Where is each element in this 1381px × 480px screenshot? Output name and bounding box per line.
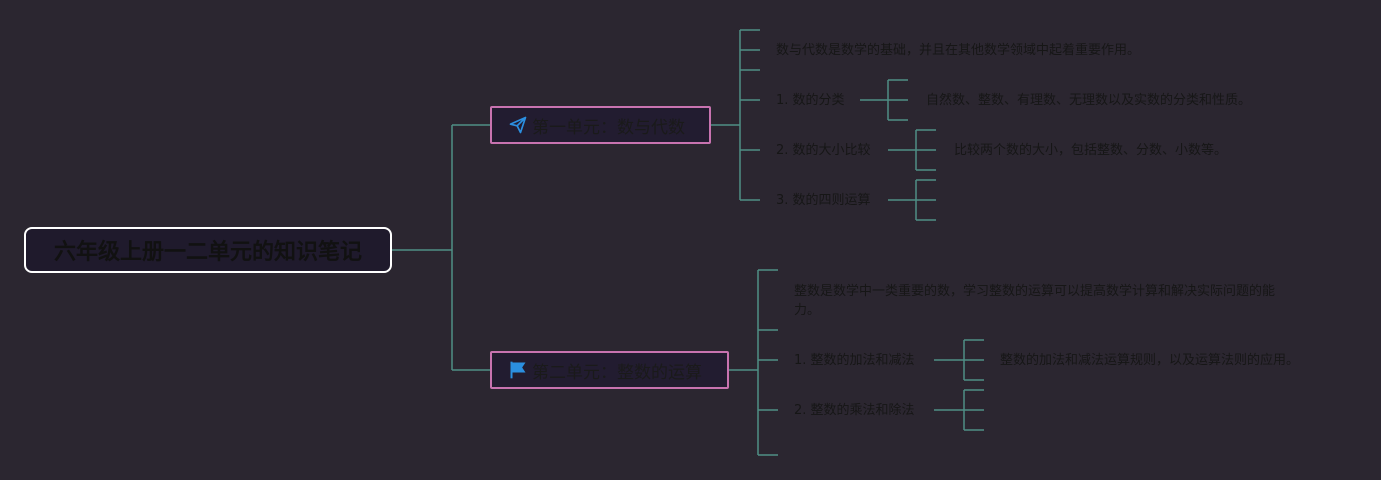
root-node[interactable]: 六年级上册一二单元的知识笔记: [24, 227, 392, 273]
branch-unit-1-title: 第一单元：数与代数: [532, 117, 685, 138]
root-title: 六年级上册一二单元的知识笔记: [53, 240, 362, 265]
unit-2-topic-1-detail[interactable]: 整数的加法和减法运算规则，以及运算法则的应用。: [1000, 353, 1300, 368]
unit-1-summary[interactable]: 数与代数是数学的基础，并且在其他数学领域中起着重要作用。: [776, 43, 1141, 58]
unit-1-topic-2-detail[interactable]: 比较两个数的大小，包括整数、分数、小数等。: [954, 143, 1228, 158]
paper-plane-icon: [509, 116, 527, 134]
unit-2-topic-2[interactable]: 2. 整数的乘法和除法: [794, 403, 915, 418]
branch-unit-1[interactable]: 第一单元：数与代数: [490, 106, 711, 144]
unit-1-topic-1[interactable]: 1. 数的分类: [776, 93, 845, 108]
unit-1-topic-2[interactable]: 2. 数的大小比较: [776, 143, 871, 158]
unit-1-topic-1-detail[interactable]: 自然数、整数、有理数、无理数以及实数的分类和性质。: [926, 93, 1252, 108]
unit-1-topic-3[interactable]: 3. 数的四则运算: [776, 193, 871, 208]
flag-icon: [510, 361, 526, 379]
unit-2-topic-1[interactable]: 1. 整数的加法和减法: [794, 353, 915, 368]
unit-2-summary[interactable]: 整数是数学中一类重要的数，学习整数的运算可以提高数学计算和解决实际问题的能力。: [794, 284, 1276, 318]
branch-unit-2[interactable]: 第二单元：整数的运算: [490, 351, 729, 389]
branch-unit-2-title: 第二单元：整数的运算: [532, 362, 702, 383]
